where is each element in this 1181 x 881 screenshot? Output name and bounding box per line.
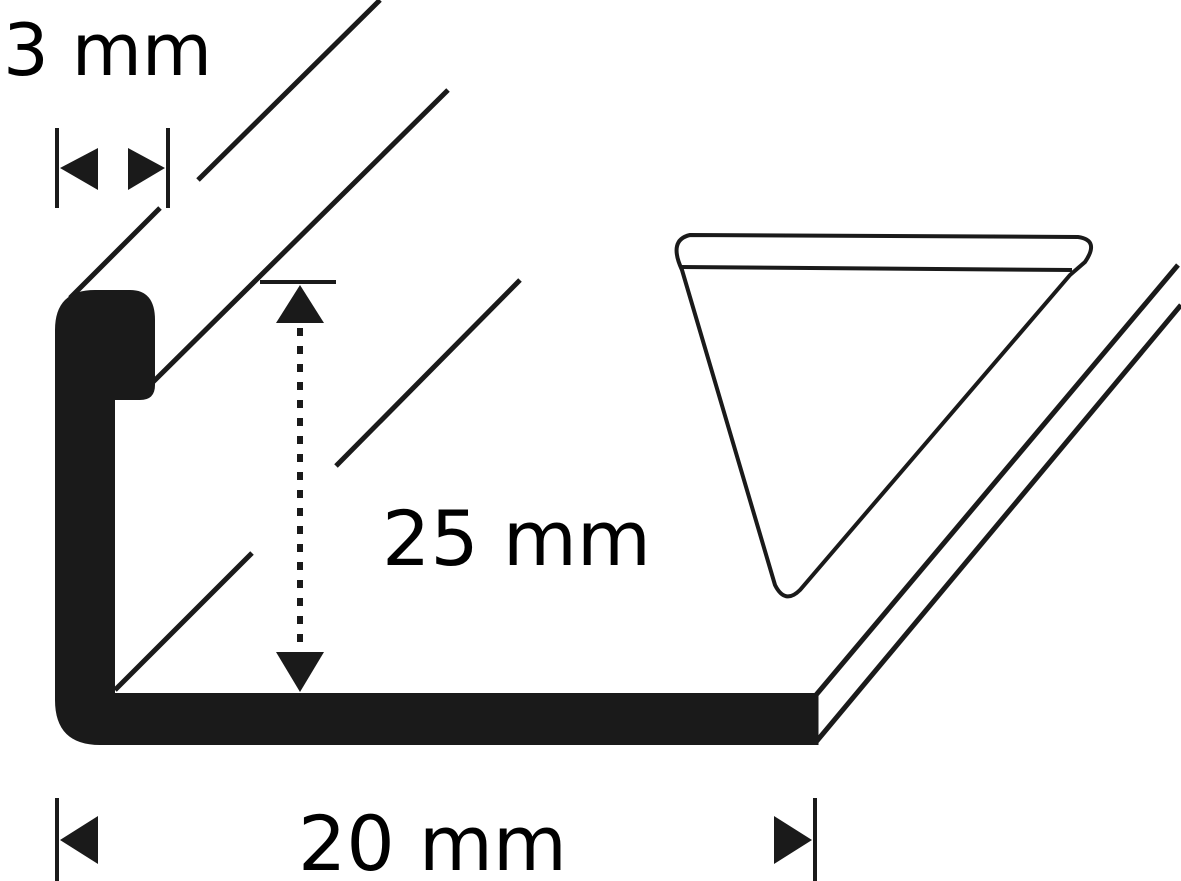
thickness-dimension <box>55 128 170 208</box>
base-right-edge-bottom <box>814 303 1181 744</box>
width-label: 20 mm <box>298 799 567 881</box>
width-dimension <box>55 798 817 881</box>
base-right-edge-top <box>814 263 1180 697</box>
outer-top-edge-upper <box>196 0 382 182</box>
inner-wall-edge-upper <box>334 278 522 468</box>
thickness-label: 3 mm <box>3 8 212 92</box>
arrow-right-icon <box>774 816 812 864</box>
height-dimension <box>260 280 336 692</box>
inner-wall-edge-lower <box>113 551 254 692</box>
inner-top-edge <box>148 88 450 387</box>
perspective-lines <box>68 0 1181 745</box>
arrow-down-icon <box>276 652 324 692</box>
tile-spacer-triangle <box>674 232 1094 599</box>
l-profile-cross-section <box>55 290 815 745</box>
arrow-left-icon <box>60 148 98 190</box>
arrow-up-icon <box>276 285 324 323</box>
arrow-left-icon <box>60 816 98 864</box>
outer-top-edge-lower <box>68 206 162 300</box>
arrow-right-icon <box>128 148 165 190</box>
height-label: 25 mm <box>382 494 651 583</box>
